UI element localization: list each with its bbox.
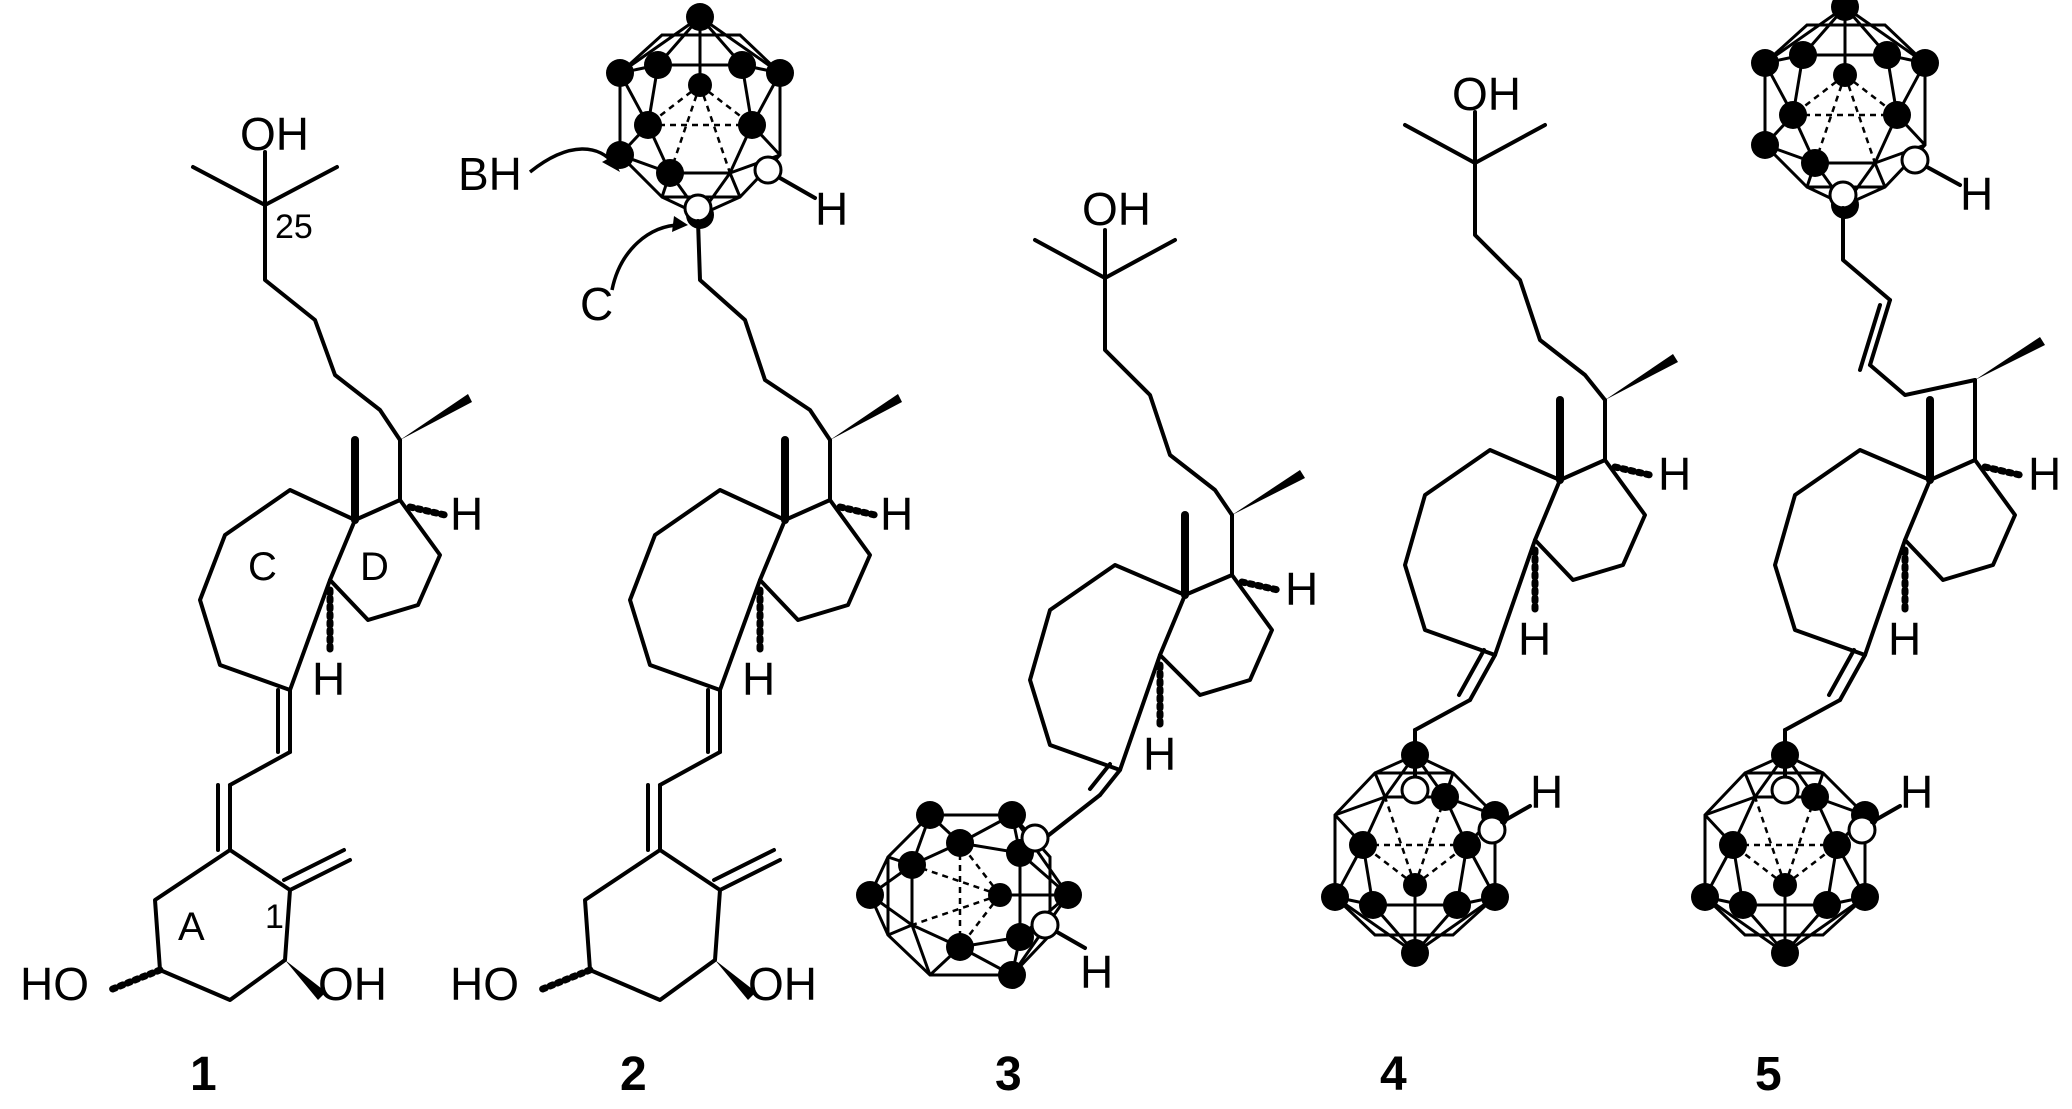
carbon-legend-label: C	[580, 278, 613, 330]
compound-1-number: 1	[190, 1048, 217, 1101]
cage-carbon-h-atom	[1847, 815, 1877, 845]
cage-h-label: H	[815, 183, 848, 235]
c1-hydroxyl-label: OH	[748, 958, 817, 1010]
cage-h-label: H	[1080, 946, 1113, 998]
cage-h-label: H	[1900, 766, 1933, 818]
compound-1-structure: OH 25 C D H H A 1 HO OH 1	[20, 108, 483, 1101]
boron-legend-label: BH	[458, 148, 522, 200]
ring-a-label: A	[178, 905, 205, 949]
cage-carbon-atom	[1020, 823, 1050, 853]
c17-hydrogen-label: H	[2028, 448, 2061, 500]
cage-carbon-h-atom	[1030, 910, 1060, 940]
c17-hydrogen-label: H	[1285, 563, 1318, 615]
ring-c-label: C	[248, 545, 277, 589]
cage-h-label: H	[1530, 766, 1563, 818]
compound-3-number: 3	[995, 1048, 1022, 1101]
compound-2-number: 2	[620, 1048, 647, 1101]
cage-carbon-atom	[683, 193, 713, 223]
cage-carbon-h-atom	[1900, 145, 1930, 175]
c14-hydrogen-label: H	[1888, 613, 1921, 665]
c17-hydrogen-label: H	[450, 488, 483, 540]
c17-hydrogen-label: H	[1658, 448, 1691, 500]
compound-5-number: 5	[1755, 1048, 1782, 1101]
c14-hydrogen-label: H	[1143, 728, 1176, 780]
compound-4-structure: H OH H H 4	[1319, 68, 1691, 1101]
c14-hydrogen-label: H	[742, 653, 775, 705]
cage-carbon-h-atom	[753, 155, 783, 185]
compound-2-structure: H BH C H H HO OH 2	[450, 1, 913, 1101]
cage-carbon-atom	[1400, 775, 1430, 805]
cage-carbon-atom	[1770, 775, 1800, 805]
c25-position-label: 25	[275, 208, 313, 246]
c17-hydrogen-label: H	[880, 488, 913, 540]
c25-hydroxyl-label: OH	[240, 108, 309, 160]
c1-hydroxyl-label: OH	[318, 958, 387, 1010]
compound-3-structure: H OH H H 3	[854, 183, 1318, 1101]
cage-h-label: H	[1960, 168, 1993, 220]
compound-4-number: 4	[1380, 1048, 1407, 1101]
c14-hydrogen-label: H	[1518, 613, 1551, 665]
cage-carbon-atom	[1828, 180, 1858, 210]
c1-position-label: 1	[265, 898, 284, 936]
ring-d-label: D	[360, 545, 389, 589]
c14-hydrogen-label: H	[312, 653, 345, 705]
c3-hydroxyl-label: HO	[20, 958, 89, 1010]
c3-hydroxyl-label: HO	[450, 958, 519, 1010]
cage-carbon-h-atom	[1477, 815, 1507, 845]
c25-hydroxyl-label: OH	[1452, 68, 1521, 120]
compound-5-structure: H H H H 5	[1689, 0, 2061, 1101]
c25-hydroxyl-label: OH	[1082, 183, 1151, 235]
carborane-cage-icon	[854, 799, 1084, 991]
